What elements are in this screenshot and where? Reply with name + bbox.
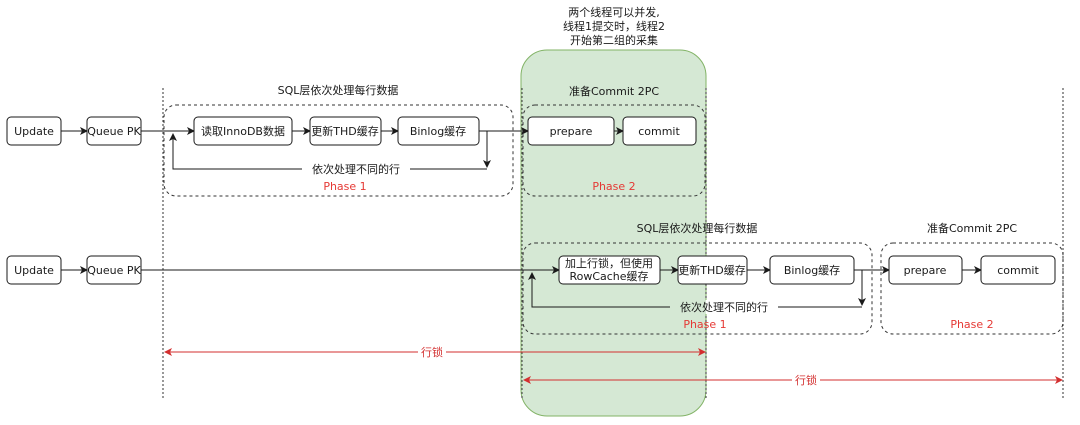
svg-text:Queue PK: Queue PK (87, 264, 141, 277)
svg-text:Queue PK: Queue PK (87, 125, 141, 138)
update-node: Update (6, 255, 62, 285)
update-thd-node: 更新THD缓存 (677, 255, 748, 285)
row-lock-rowcache-node: 加上行锁，但使用 RowCache缓存 (558, 255, 661, 285)
phase2-title: 准备Commit 2PC (569, 84, 659, 98)
phase2-container (522, 104, 706, 197)
phase1-title: SQL层依次处理每行数据 (278, 83, 399, 97)
svg-text:加上行锁，但使用: 加上行锁，但使用 (565, 256, 653, 270)
row-lock-label: 行锁 (795, 373, 817, 387)
svg-text:commit: commit (997, 264, 1039, 277)
svg-text:Update: Update (14, 125, 54, 138)
phase1-container (163, 104, 514, 197)
phase1-container (522, 242, 873, 335)
read-innodb-node: 读取InnoDB数据 (193, 116, 293, 146)
svg-text:Update: Update (14, 264, 54, 277)
row-lock-span-2: 行锁 (523, 373, 1063, 387)
annotation-line-3: 开始第二组的采集 (570, 33, 658, 47)
phase2-container (880, 242, 1064, 335)
svg-text:Binlog缓存: Binlog缓存 (784, 263, 840, 277)
svg-text:commit: commit (638, 125, 680, 138)
update-thd-node: 更新THD缓存 (309, 116, 382, 146)
svg-text:prepare: prepare (550, 125, 593, 138)
queue-pk-node: Queue PK (86, 255, 142, 285)
binlog-node: Binlog缓存 (769, 255, 855, 285)
thread-2-row: SQL层依次处理每行数据 准备Commit 2PC Update Queue P… (6, 221, 1064, 335)
commit-node: commit (622, 116, 697, 146)
svg-text:更新THD缓存: 更新THD缓存 (311, 124, 378, 138)
phase1-title: SQL层依次处理每行数据 (637, 221, 758, 235)
svg-text:读取InnoDB数据: 读取InnoDB数据 (201, 124, 285, 138)
phase2-label: Phase 2 (950, 318, 993, 331)
loop-label: 依次处理不同的行 (680, 300, 768, 314)
svg-text:更新THD缓存: 更新THD缓存 (678, 263, 745, 277)
binlog-node: Binlog缓存 (397, 116, 480, 146)
annotation-line-1: 两个线程可以并发, (568, 5, 660, 19)
row-lock-label: 行锁 (421, 345, 443, 359)
prepare-node: prepare (527, 116, 615, 146)
phase1-label: Phase 1 (683, 318, 726, 331)
thread-1-row: SQL层依次处理每行数据 准备Commit 2PC Update Queue P… (6, 83, 706, 197)
commit-node: commit (980, 255, 1056, 285)
phase2-title: 准备Commit 2PC (927, 221, 1017, 235)
phase2-label: Phase 2 (592, 180, 635, 193)
svg-text:prepare: prepare (904, 264, 947, 277)
svg-text:RowCache缓存: RowCache缓存 (569, 269, 648, 283)
prepare-node: prepare (888, 255, 963, 285)
queue-pk-node: Queue PK (86, 116, 142, 146)
svg-text:Binlog缓存: Binlog缓存 (410, 124, 466, 138)
annotation-line-2: 线程1提交时，线程2 (563, 19, 665, 33)
loop-label: 依次处理不同的行 (312, 162, 400, 176)
row-lock-span-1: 行锁 (164, 345, 706, 359)
update-node: Update (6, 116, 62, 146)
phase1-label: Phase 1 (323, 180, 366, 193)
